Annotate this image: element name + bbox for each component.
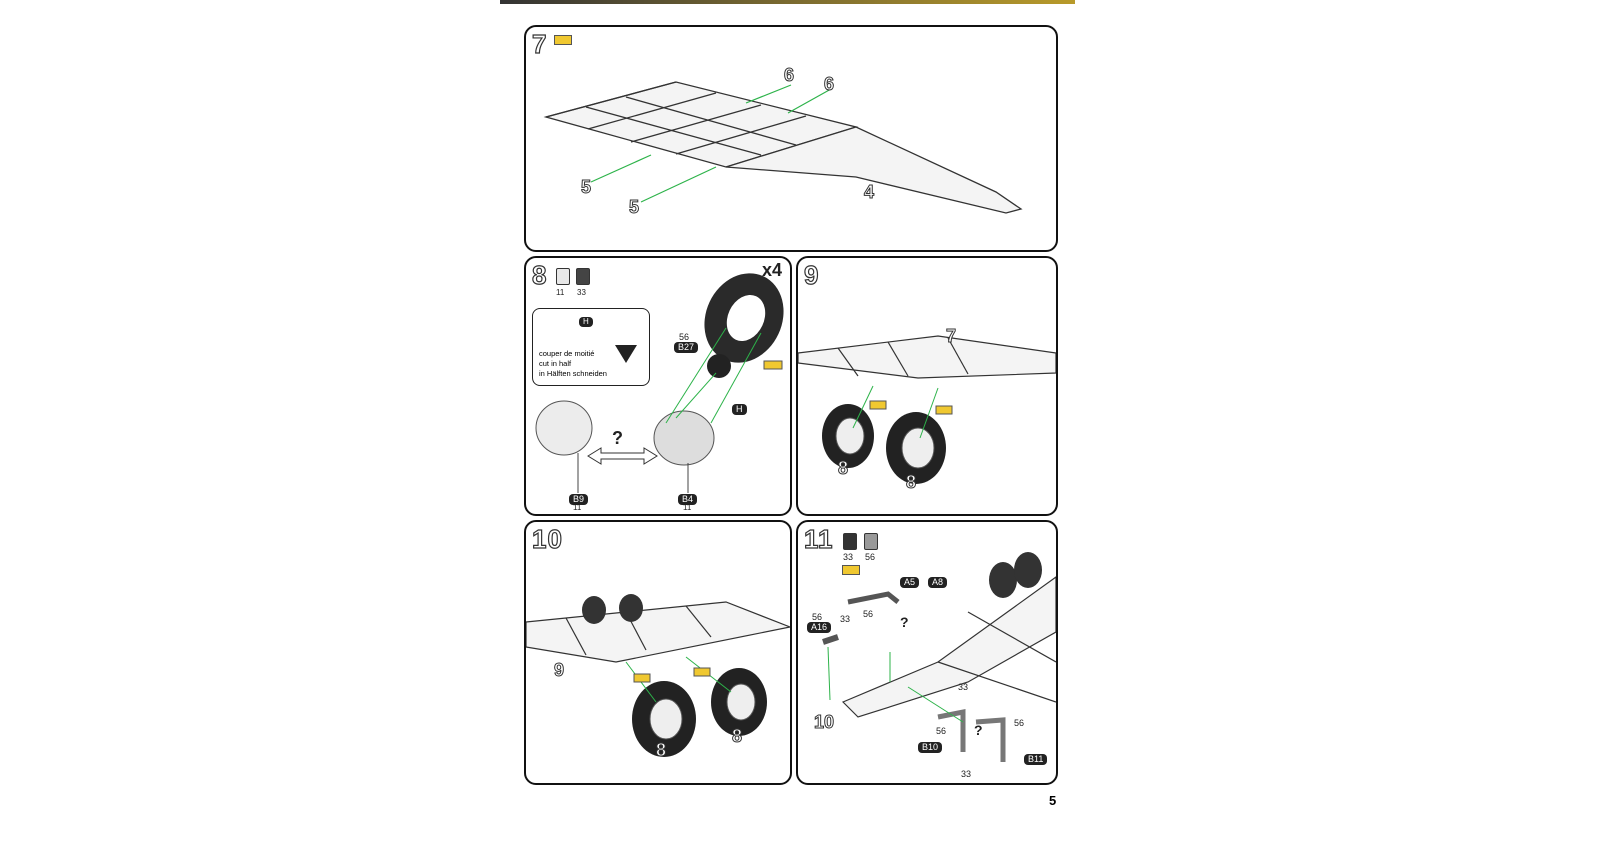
- part-label: 8: [837, 458, 849, 479]
- part-tag-a8: A8: [928, 577, 948, 588]
- step-number: 7: [531, 28, 548, 59]
- callout-text: couper de moitié cut in half in Hälften …: [539, 349, 607, 379]
- part-label: 5: [580, 177, 592, 198]
- callout-line: in Hälften schneiden: [539, 369, 607, 378]
- paint-pot-icon: [576, 268, 590, 285]
- glue-icon: [842, 565, 860, 575]
- step-10-panel: 10 9 8 8: [524, 520, 792, 785]
- part-tag: H: [579, 317, 593, 327]
- part-label: 5: [628, 197, 640, 218]
- step-number: 10: [531, 523, 563, 554]
- callout-line: couper de moitié: [539, 349, 595, 358]
- step-11-panel: 11 33 56 A5 A8 56 A16 33 56 ? 10 33 56 5…: [796, 520, 1058, 785]
- knife-icon: [615, 345, 637, 363]
- paint-number: 56: [1014, 718, 1025, 728]
- step-number: 11: [803, 523, 834, 554]
- part-label: 6: [783, 65, 795, 86]
- quantity-label: x4: [762, 260, 783, 280]
- part-tag-b27: B27: [674, 342, 699, 353]
- part-tag-a16: A16: [807, 622, 832, 633]
- step-7-panel: 7 6 6 5 5 4: [524, 25, 1058, 252]
- paint-pot-icon: [556, 268, 570, 285]
- step-9-panel: 9 7 8 8: [796, 256, 1058, 516]
- page-number: 5: [1049, 793, 1057, 808]
- question-mark: ?: [900, 614, 909, 630]
- part-tag-b10: B10: [918, 742, 943, 753]
- glue-icon: [554, 35, 572, 45]
- part-label: 10: [813, 712, 835, 733]
- paint-number: 11: [573, 503, 582, 512]
- step-number: 8: [531, 259, 548, 290]
- paint-number: 56: [865, 552, 876, 562]
- paint-pot-icon: [843, 533, 857, 550]
- wheel-assembly-drawing: [535, 273, 784, 493]
- frame-wheels-drawing: [526, 594, 790, 757]
- paint-number: 33: [840, 614, 851, 624]
- part-tag-b4: B4: [678, 494, 698, 505]
- step-8-panel: 8 11 33 x4 H couper de moitié cut in hal…: [524, 256, 792, 516]
- question-mark: ?: [974, 722, 983, 738]
- paint-number: 56: [812, 612, 823, 622]
- paint-number: 33: [958, 682, 969, 692]
- page-top-bar: [500, 0, 1075, 4]
- part-label: 8: [731, 726, 743, 747]
- part-tag-b11: B11: [1024, 754, 1048, 765]
- paint-number: 11: [556, 288, 565, 297]
- part-label: 6: [823, 74, 835, 95]
- cut-in-half-callout: H couper de moitié cut in half in Hälfte…: [532, 308, 650, 386]
- part-label: 9: [553, 660, 565, 681]
- paint-pot-icon: [864, 533, 878, 550]
- callout-line: cut in half: [539, 359, 572, 368]
- question-mark: ?: [612, 428, 623, 448]
- part-label: 8: [905, 472, 917, 493]
- part-label: 7: [945, 326, 957, 347]
- paint-number: 33: [843, 552, 854, 562]
- part-label: 8: [655, 740, 667, 761]
- paint-number: 56: [936, 726, 947, 736]
- part-label: 4: [863, 182, 875, 203]
- axle-wheels-drawing: [798, 335, 1056, 484]
- part-tag-h: H: [732, 404, 747, 415]
- paint-number: 11: [683, 503, 692, 512]
- paint-number: 33: [577, 288, 586, 297]
- drawbar-assembly-drawing: [822, 552, 1056, 762]
- paint-number: 33: [961, 769, 972, 779]
- part-tag-b9: B9: [569, 494, 589, 505]
- paint-number: 56: [863, 609, 874, 619]
- part-tag-a5: A5: [900, 577, 920, 588]
- trailer-frame-drawing: [543, 81, 1023, 214]
- step-number: 9: [803, 259, 820, 290]
- paint-number: 56: [679, 332, 690, 342]
